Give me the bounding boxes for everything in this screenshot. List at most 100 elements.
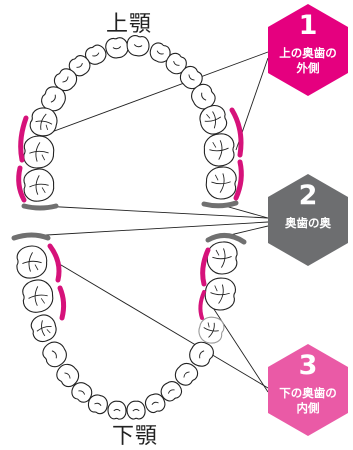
callout-2-number: 2 bbox=[298, 180, 318, 211]
pointer-line bbox=[29, 51, 269, 141]
tooth-groove bbox=[214, 174, 219, 181]
upper-tooth bbox=[165, 52, 187, 75]
tooth-groove bbox=[41, 154, 46, 161]
upper-tooth bbox=[105, 37, 129, 59]
tooth-groove bbox=[29, 150, 49, 154]
tooth-groove bbox=[156, 50, 164, 55]
tooth-groove bbox=[51, 350, 57, 359]
tooth-outline bbox=[42, 341, 67, 368]
tooth-outline bbox=[160, 381, 183, 402]
upper-right-outer-mark bbox=[229, 107, 244, 158]
tooth-groove bbox=[35, 120, 53, 125]
highlight-marks bbox=[11, 107, 247, 321]
lower-tooth bbox=[22, 279, 54, 313]
lower-tooth bbox=[198, 316, 225, 344]
tooth-outline bbox=[179, 65, 203, 90]
lower-tooth bbox=[30, 314, 57, 343]
tooth-outline bbox=[149, 42, 171, 63]
callout-3-line1: 下の奥歯の bbox=[279, 386, 337, 400]
lower-tooth bbox=[174, 362, 199, 386]
lower-tooth bbox=[204, 277, 236, 311]
upper-tooth bbox=[199, 105, 228, 135]
upper-left-back-mark bbox=[21, 203, 59, 211]
tooth-groove bbox=[151, 401, 159, 406]
tooth-groove bbox=[22, 260, 42, 265]
lower-right-back-mark bbox=[205, 233, 247, 245]
tooth-outline bbox=[191, 83, 216, 110]
tooth-groove bbox=[62, 76, 69, 83]
callout-2-line1: 奥歯の奥 bbox=[285, 216, 331, 230]
callout-1-number: 1 bbox=[298, 10, 318, 41]
lower-tooth bbox=[107, 400, 127, 420]
tooth-outline bbox=[189, 341, 214, 367]
upper-arch bbox=[23, 35, 237, 202]
lower-left-inner-mark bbox=[57, 285, 67, 321]
hexagon-shape bbox=[268, 4, 348, 96]
lower-tooth bbox=[206, 241, 238, 275]
tooth-groove bbox=[29, 183, 49, 188]
upper-jaw-label: 上顎 bbox=[106, 12, 153, 37]
tooth-groove bbox=[183, 371, 190, 378]
tooth-groove bbox=[199, 350, 205, 359]
tooth-groove bbox=[206, 113, 211, 119]
tooth-outline bbox=[205, 166, 237, 200]
lower-tooth bbox=[126, 400, 146, 420]
lower-jaw-label: 下顎 bbox=[112, 424, 159, 449]
tooth-groove bbox=[209, 147, 229, 152]
tooth-outline bbox=[23, 168, 55, 202]
tooth-outline bbox=[16, 245, 48, 279]
tooth-groove bbox=[45, 124, 49, 131]
callout-3-line2: 内側 bbox=[296, 401, 320, 415]
callout-3-number: 3 bbox=[298, 350, 318, 381]
callout-2-badge: 2 奥歯の奥 bbox=[266, 172, 350, 268]
tooth-groove bbox=[167, 389, 175, 394]
callout-1-line2: 外側 bbox=[296, 61, 320, 75]
pointer-line bbox=[207, 299, 269, 393]
tooth-groove bbox=[173, 61, 180, 66]
tooth-groove bbox=[92, 52, 100, 57]
upper-left-outer-mark bbox=[16, 165, 27, 203]
tooth-outline bbox=[126, 35, 150, 57]
hexagon-fill bbox=[268, 344, 348, 436]
tooth-groove bbox=[46, 329, 51, 334]
tooth-groove bbox=[36, 326, 52, 332]
lower-arch bbox=[16, 241, 238, 420]
tooth-groove bbox=[76, 63, 83, 68]
upper-tooth bbox=[23, 168, 55, 202]
tooth-groove bbox=[211, 181, 231, 185]
pointer-line bbox=[41, 205, 269, 219]
pointer-lines bbox=[29, 51, 269, 393]
tooth-outline bbox=[22, 279, 54, 313]
tooth-outline bbox=[206, 241, 238, 275]
tooth-groove bbox=[40, 298, 46, 304]
upper-right-outer-mark bbox=[233, 159, 244, 201]
tooth-outline bbox=[199, 105, 228, 135]
tooth-outline bbox=[30, 314, 57, 343]
tooth-groove bbox=[112, 46, 122, 50]
callout-3-badge: 3 下の奥歯の 内側 bbox=[266, 342, 350, 438]
tooth-groove bbox=[212, 142, 217, 148]
upper-tooth bbox=[126, 35, 150, 57]
tooth-groove bbox=[212, 255, 232, 260]
upper-tooth bbox=[29, 107, 58, 137]
tooth-groove bbox=[50, 94, 56, 103]
callout-3-text: 下の奥歯の 内側 bbox=[270, 386, 346, 416]
tooth-outline bbox=[23, 135, 55, 169]
tooth-groove bbox=[201, 92, 207, 101]
tooth-groove bbox=[132, 408, 140, 412]
upper-tooth bbox=[53, 68, 78, 92]
hexagon-fill bbox=[268, 4, 348, 96]
upper-tooth bbox=[149, 42, 171, 63]
tooth-groove bbox=[78, 390, 86, 395]
tooth-outline bbox=[107, 400, 127, 420]
lower-tooth bbox=[56, 363, 80, 388]
lower-tooth bbox=[42, 341, 67, 368]
lower-tooth bbox=[144, 393, 166, 414]
tooth-outline bbox=[105, 37, 129, 59]
tooth-groove bbox=[41, 187, 46, 193]
tooth-outline bbox=[174, 362, 199, 386]
tooth-groove bbox=[210, 292, 230, 296]
tooth-outline bbox=[56, 363, 80, 388]
